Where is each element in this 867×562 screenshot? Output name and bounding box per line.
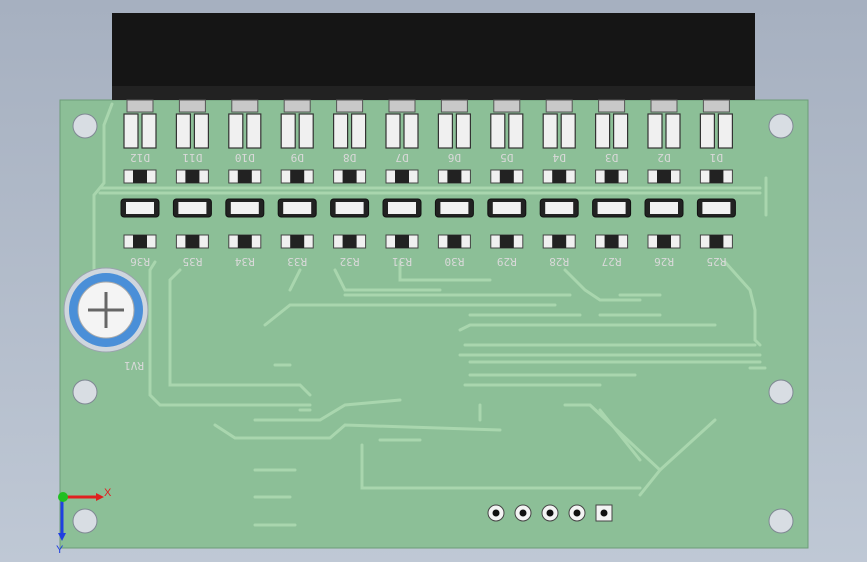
resistor-label: R30 — [444, 255, 464, 268]
y-axis-label: Y — [56, 544, 64, 556]
resistor-r30[interactable]: R30 — [434, 198, 474, 268]
mounting-hole — [72, 379, 98, 405]
resistor-label: R25 — [706, 255, 726, 268]
axis-triad: X Y — [56, 487, 112, 556]
resistor-row: R36 R35 R34 R33 R32 R31 R30 R29 R28 R27 R26 R25 — [120, 198, 736, 268]
led-label: D10 — [235, 151, 255, 164]
resistor-label: R26 — [654, 255, 674, 268]
copper-traces — [92, 102, 768, 527]
resistor-label: R27 — [602, 255, 622, 268]
mounting-hole — [768, 508, 794, 534]
led-d7[interactable]: D7 — [385, 99, 419, 184]
resistor-label: R35 — [182, 255, 202, 268]
led-d10[interactable]: D10 — [228, 99, 262, 184]
led-d3[interactable]: D3 — [594, 99, 629, 184]
resistor-r29[interactable]: R29 — [487, 198, 527, 268]
resistor-r28[interactable]: R28 — [539, 198, 579, 268]
led-d1[interactable]: D1 — [699, 99, 734, 184]
potentiometer-rv1[interactable]: RV1 — [63, 267, 149, 372]
led-label: D11 — [182, 151, 202, 164]
led-d4[interactable]: D4 — [542, 99, 576, 184]
header-pin[interactable] — [514, 504, 532, 522]
connector-lip — [112, 86, 755, 100]
header-pin[interactable] — [595, 504, 613, 522]
led-label: D12 — [130, 151, 150, 164]
led-label: D9 — [291, 151, 304, 164]
mounting-hole — [72, 113, 98, 139]
resistor-label: R31 — [392, 255, 412, 268]
header-pins[interactable] — [487, 504, 613, 522]
resistor-label: R33 — [287, 255, 307, 268]
connector-body[interactable] — [112, 13, 755, 100]
resistor-label: R36 — [130, 255, 150, 268]
led-d2[interactable]: D2 — [647, 99, 681, 184]
header-pin[interactable] — [541, 504, 559, 522]
led-d12[interactable]: D12 — [123, 99, 157, 184]
resistor-r35[interactable]: R35 — [172, 198, 212, 268]
resistor-r27[interactable]: R27 — [592, 198, 632, 268]
led-d5[interactable]: D5 — [490, 99, 524, 184]
header-pin[interactable] — [487, 504, 505, 522]
resistor-r31[interactable]: R31 — [382, 198, 422, 268]
led-label: D5 — [500, 151, 513, 164]
led-label: D2 — [657, 151, 670, 164]
led-label: D4 — [552, 151, 566, 164]
resistor-label: R29 — [497, 255, 517, 268]
mounting-hole — [72, 508, 98, 534]
resistor-r26[interactable]: R26 — [644, 198, 684, 268]
led-label: D8 — [343, 151, 356, 164]
pot-label: RV1 — [124, 359, 144, 372]
resistor-r34[interactable]: R34 — [225, 198, 265, 268]
resistor-label: R34 — [234, 255, 254, 268]
led-d6[interactable]: D6 — [437, 99, 471, 184]
resistor-r36[interactable]: R36 — [120, 198, 160, 268]
led-label: D7 — [395, 151, 408, 164]
crosshead-screw-icon — [88, 292, 124, 328]
led-d11[interactable]: D11 — [175, 99, 209, 184]
resistor-r33[interactable]: R33 — [277, 198, 317, 268]
mounting-hole — [768, 379, 794, 405]
x-axis-label: X — [104, 487, 112, 499]
led-row: D12 D11 D10 D9 D8 D7 D6 D5 D4 D3 D2 D1 — [123, 99, 734, 184]
resistor-label: R32 — [340, 255, 360, 268]
led-label: D1 — [710, 151, 723, 164]
resistor-label: R28 — [549, 255, 569, 268]
led-d9[interactable]: D9 — [280, 99, 314, 184]
header-pin[interactable] — [568, 504, 586, 522]
led-label: D3 — [605, 151, 618, 164]
mounting-holes — [72, 113, 794, 534]
resistor-r25[interactable]: R25 — [696, 198, 736, 268]
led-label: D6 — [448, 151, 461, 164]
mounting-hole — [768, 113, 794, 139]
led-d8[interactable]: D8 — [333, 99, 367, 184]
resistor-r32[interactable]: R32 — [330, 198, 370, 268]
